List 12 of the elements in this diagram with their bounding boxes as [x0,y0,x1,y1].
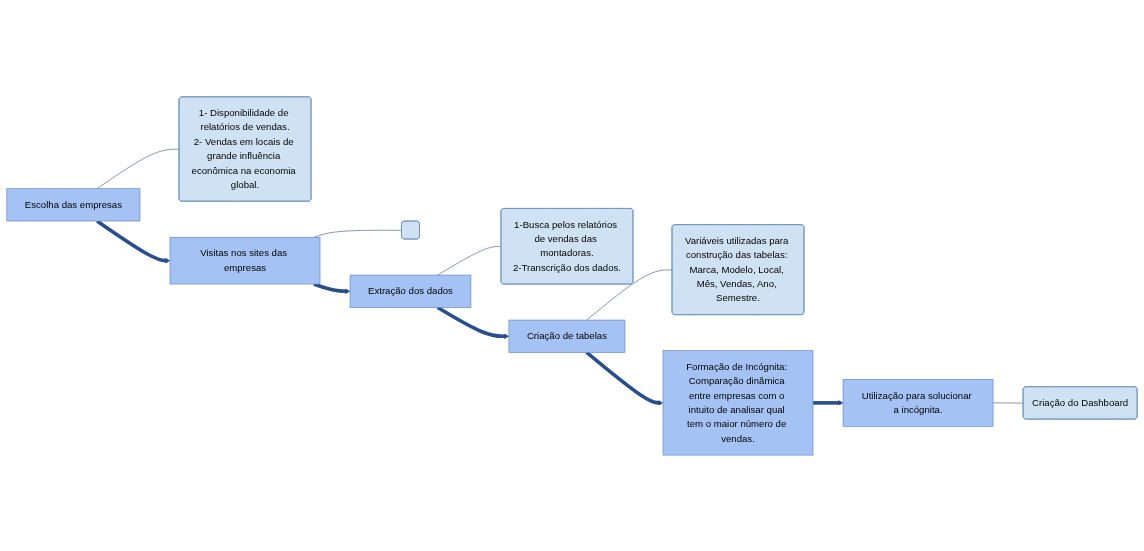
connector [586,269,673,320]
node-box: Criação de tabelas [508,319,626,353]
connector [437,245,502,275]
connector [992,402,1024,404]
connector [96,148,180,189]
node-box: Utilização para solucionar a incógnita. [842,378,994,427]
arrow [813,399,844,406]
arrow [96,219,171,263]
node-box: Formação de Incógnita: Comparação dinâmica entre empresas com o intuito de analisar qual tem o maior número de vendas. [662,349,814,455]
node-box: Escolha das empresas [6,187,141,221]
node-box: Visitas nos sites das empresas [169,236,321,284]
node-box: Extração dos dados [349,274,472,308]
